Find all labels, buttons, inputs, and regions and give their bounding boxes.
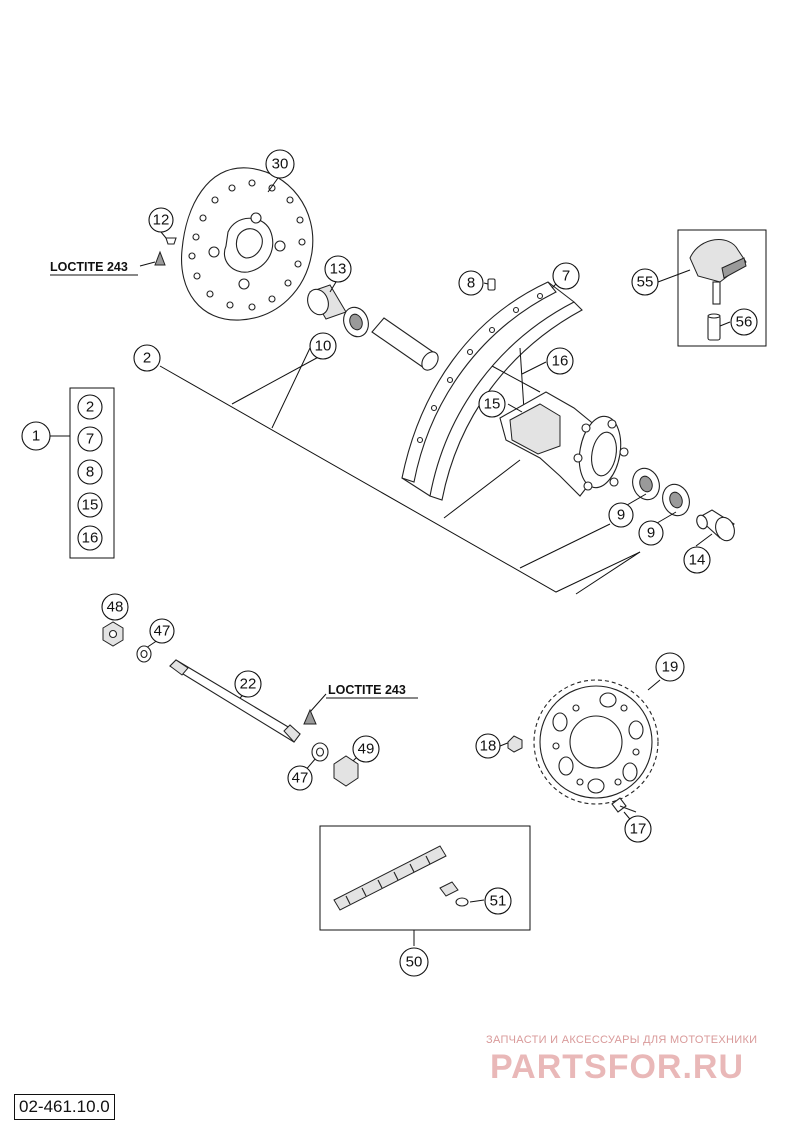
- kit-contents-box: [69, 387, 115, 559]
- svg-text:12: 12: [153, 212, 170, 229]
- callout-47-upper: 47: [149, 618, 175, 644]
- callout-1: 1: [21, 421, 51, 451]
- callout-50: 50: [399, 947, 429, 977]
- svg-text:7: 7: [562, 268, 570, 285]
- svg-text:48: 48: [107, 599, 124, 616]
- washer-left[interactable]: [136, 645, 152, 663]
- rim-lock[interactable]: [689, 239, 747, 305]
- watermark-brand: PARTSFOR.RU: [490, 1048, 745, 1086]
- disc-screw[interactable]: [154, 237, 177, 266]
- svg-text:13: 13: [330, 261, 347, 278]
- callout-10: 10: [309, 332, 337, 360]
- kit-item: 7: [77, 426, 103, 452]
- callout-15: 15: [478, 390, 506, 418]
- svg-text:9: 9: [617, 507, 625, 524]
- svg-text:16: 16: [82, 530, 99, 547]
- callout-47-lower: 47: [287, 765, 313, 791]
- callout-7: 7: [552, 262, 580, 290]
- rim-lock-nut[interactable]: [707, 313, 721, 341]
- svg-text:2: 2: [86, 399, 94, 416]
- svg-text:15: 15: [82, 497, 99, 514]
- drawing-code: 02-461.10.0: [14, 1094, 115, 1120]
- svg-text:1: 1: [32, 428, 40, 445]
- bearing-left[interactable]: [340, 304, 373, 340]
- callout-13: 13: [324, 255, 352, 283]
- axle-nut-right[interactable]: [333, 755, 359, 787]
- sprocket[interactable]: [533, 679, 659, 805]
- svg-text:8: 8: [467, 275, 475, 292]
- brake-disc[interactable]: [180, 167, 314, 321]
- callout-2: 2: [133, 344, 161, 372]
- loctite-note-disc: LOCTITE 243: [50, 260, 138, 276]
- svg-text:16: 16: [552, 353, 569, 370]
- callout-8: 8: [458, 270, 484, 296]
- svg-text:8: 8: [86, 464, 94, 481]
- sprocket-nut[interactable]: [507, 735, 523, 753]
- callout-19: 19: [655, 652, 685, 682]
- kit-item: 8: [77, 459, 103, 485]
- callout-51: 51: [484, 887, 512, 915]
- svg-text:55: 55: [637, 274, 654, 291]
- svg-text:51: 51: [490, 893, 507, 910]
- kit-item: 2: [77, 394, 103, 420]
- svg-text:49: 49: [358, 741, 375, 758]
- chain-box: [319, 825, 531, 931]
- loctite-note-axle: LOCTITE 243: [326, 683, 418, 699]
- svg-text:17: 17: [630, 821, 647, 838]
- spokes[interactable]: [491, 347, 541, 411]
- kit-item: 15: [77, 492, 103, 518]
- callout-17: 17: [624, 815, 652, 843]
- callout-16: 16: [546, 347, 574, 375]
- watermark-tagline: ЗАПЧАСТИ И АКСЕССУАРЫ ДЛЯ МОТОТЕХНИКИ: [486, 1034, 758, 1046]
- kit-item: 16: [77, 525, 103, 551]
- distance-sleeve[interactable]: [371, 317, 441, 373]
- svg-text:56: 56: [736, 314, 753, 331]
- spoke-nipple[interactable]: [487, 278, 496, 291]
- callout-30: 30: [265, 149, 295, 179]
- chain[interactable]: [333, 845, 447, 911]
- svg-text:50: 50: [406, 954, 423, 971]
- spacer-13[interactable]: [304, 284, 347, 320]
- svg-text:47: 47: [292, 770, 309, 787]
- svg-text:14: 14: [689, 552, 706, 569]
- svg-text:2: 2: [143, 350, 151, 367]
- loctite-drop-axle: [303, 708, 317, 725]
- callout-22: 22: [234, 670, 262, 698]
- svg-text:9: 9: [647, 525, 655, 542]
- washer-right[interactable]: [311, 742, 329, 762]
- svg-text:7: 7: [86, 431, 94, 448]
- sprocket-screw[interactable]: [611, 797, 637, 813]
- callout-9-lower: 9: [638, 520, 664, 546]
- wheel-hub[interactable]: [499, 391, 629, 497]
- svg-text:LOCTITE 243: LOCTITE 243: [328, 683, 406, 697]
- callout-55: 55: [631, 268, 659, 296]
- svg-text:19: 19: [662, 659, 679, 676]
- callout-49: 49: [352, 735, 380, 763]
- svg-text:47: 47: [154, 623, 171, 640]
- svg-text:30: 30: [272, 156, 289, 173]
- bearing-right-outer[interactable]: [658, 481, 693, 520]
- svg-text:10: 10: [315, 338, 332, 355]
- wheel-axle[interactable]: [169, 659, 301, 743]
- svg-text:22: 22: [240, 676, 257, 693]
- callout-12: 12: [148, 207, 174, 233]
- callout-9-upper: 9: [608, 502, 634, 528]
- callout-56: 56: [730, 308, 758, 336]
- svg-text:18: 18: [480, 738, 497, 755]
- spacer-14[interactable]: [695, 509, 738, 543]
- rim-lock-box: [677, 229, 767, 347]
- axle-nut-left[interactable]: [102, 621, 124, 647]
- callout-14: 14: [683, 546, 711, 574]
- svg-text:LOCTITE 243: LOCTITE 243: [50, 260, 128, 274]
- bearing-right-inner[interactable]: [628, 465, 663, 504]
- chain-master-link[interactable]: [439, 881, 469, 907]
- callout-18: 18: [475, 733, 501, 759]
- svg-text:15: 15: [484, 396, 501, 413]
- callout-48: 48: [101, 593, 129, 621]
- wheel-rim[interactable]: [401, 281, 583, 501]
